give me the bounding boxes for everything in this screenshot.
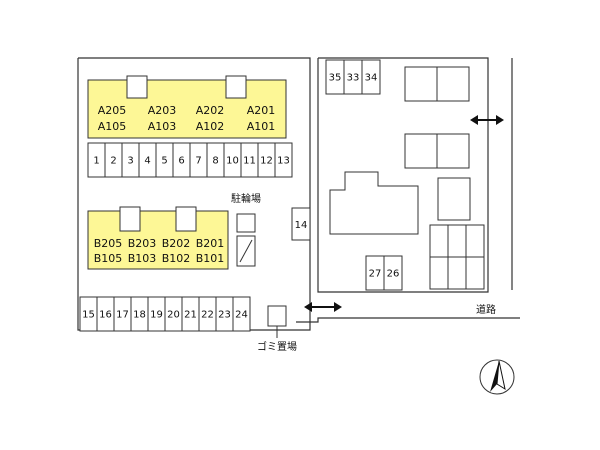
svg-text:33: 33 xyxy=(347,73,360,84)
unit-a105: A105 xyxy=(98,120,127,133)
bike-parking-diagonal xyxy=(239,239,253,263)
parking-space-2: 2 xyxy=(104,142,123,178)
parking-space-23: 23 xyxy=(215,296,234,332)
svg-text:5: 5 xyxy=(161,156,167,167)
svg-text:13: 13 xyxy=(277,156,290,167)
property-boundary xyxy=(77,57,311,331)
svg-text:1: 1 xyxy=(93,156,99,167)
parking-space-22: 22 xyxy=(198,296,217,332)
svg-text:21: 21 xyxy=(184,310,197,321)
svg-text:8: 8 xyxy=(212,156,218,167)
svg-text:16: 16 xyxy=(99,310,112,321)
parking-space-35: 35 xyxy=(325,59,345,95)
parking-space-26: 26 xyxy=(383,255,403,291)
unit-b202: B202 xyxy=(162,237,191,250)
svg-text:26: 26 xyxy=(387,269,400,280)
svg-text:2: 2 xyxy=(110,156,116,167)
svg-text:23: 23 xyxy=(218,310,231,321)
unit-a205: A205 xyxy=(98,104,127,117)
unit-a102: A102 xyxy=(196,120,225,133)
svg-text:17: 17 xyxy=(116,310,129,321)
svg-text:4: 4 xyxy=(144,156,150,167)
unit-b102: B102 xyxy=(162,252,191,265)
svg-text:11: 11 xyxy=(243,156,256,167)
svg-text:12: 12 xyxy=(260,156,273,167)
svg-text:10: 10 xyxy=(226,156,239,167)
north-arrow-icon xyxy=(479,359,515,395)
parking-space-10: 10 xyxy=(223,142,242,178)
unit-b205: B205 xyxy=(94,237,123,250)
parking-space-19: 19 xyxy=(147,296,166,332)
parking-space-3: 3 xyxy=(121,142,140,178)
neighbor-block-3 xyxy=(437,177,471,221)
parking-space-6: 6 xyxy=(172,142,191,178)
road-label: 道路 xyxy=(476,303,496,316)
parking-space-16: 16 xyxy=(96,296,115,332)
svg-text:22: 22 xyxy=(201,310,214,321)
unit-a202: A202 xyxy=(196,104,225,117)
parking-space-34: 34 xyxy=(361,59,381,95)
parking-space-7: 7 xyxy=(189,142,208,178)
parking-space-8: 8 xyxy=(206,142,225,178)
svg-text:34: 34 xyxy=(365,73,378,84)
parking-space-1: 1 xyxy=(87,142,106,178)
unit-a201: A201 xyxy=(247,104,276,117)
building-b: B205 B203 B202 B201 B105 B103 B102 B101 xyxy=(87,206,229,270)
building-a: A205 A203 A202 A201 A105 A103 A102 A101 xyxy=(87,75,287,139)
neighbor-house xyxy=(329,171,419,235)
svg-text:27: 27 xyxy=(369,269,382,280)
parking-space-21: 21 xyxy=(181,296,200,332)
svg-text:18: 18 xyxy=(133,310,146,321)
unit-b101: B101 xyxy=(196,252,225,265)
parking-space-27: 27 xyxy=(365,255,385,291)
building-b-stair-1 xyxy=(119,206,141,232)
garbage-label: ゴミ置場 xyxy=(257,340,297,353)
parking-space-5: 5 xyxy=(155,142,174,178)
unit-b201: B201 xyxy=(196,237,225,250)
building-a-stair-2 xyxy=(225,75,247,99)
unit-b203: B203 xyxy=(128,237,157,250)
unit-b105: B105 xyxy=(94,252,123,265)
neighbor-boundary xyxy=(317,57,489,293)
parking-row-right-mid: 27 26 xyxy=(365,255,403,291)
svg-text:7: 7 xyxy=(195,156,201,167)
svg-text:20: 20 xyxy=(167,310,180,321)
parking-space-12: 12 xyxy=(257,142,276,178)
bike-parking-label: 駐輪場 xyxy=(231,192,261,205)
entrance-arrow xyxy=(304,302,342,312)
svg-text:6: 6 xyxy=(178,156,184,167)
svg-text:19: 19 xyxy=(150,310,163,321)
parking-space-20: 20 xyxy=(164,296,183,332)
building-b-stair-2 xyxy=(175,206,197,232)
parking-14: 14 xyxy=(291,207,311,241)
parking-space-11: 11 xyxy=(240,142,259,178)
parking-row-bottom: 15 16 17 18 19 20 21 22 23 24 xyxy=(79,296,251,332)
parking-space-13: 13 xyxy=(274,142,293,178)
unit-a101: A101 xyxy=(247,120,276,133)
svg-text:15: 15 xyxy=(82,310,95,321)
parking-space-33: 33 xyxy=(343,59,363,95)
parking-space-24: 24 xyxy=(232,296,251,332)
parking-space-15: 15 xyxy=(79,296,98,332)
unit-a103: A103 xyxy=(148,120,177,133)
svg-text:35: 35 xyxy=(329,73,342,84)
parking-space-4: 4 xyxy=(138,142,157,178)
garbage-area: ゴミ置場 xyxy=(257,305,297,353)
building-a-stair-1 xyxy=(126,75,148,99)
unit-b103: B103 xyxy=(128,252,157,265)
road-edge-horizontal xyxy=(296,317,520,323)
side-arrow xyxy=(470,115,504,125)
parking-row-right-top: 35 33 34 xyxy=(325,59,381,95)
svg-text:14: 14 xyxy=(295,220,308,231)
svg-text:24: 24 xyxy=(235,310,248,321)
svg-text:3: 3 xyxy=(127,156,133,167)
unit-a203: A203 xyxy=(148,104,177,117)
parking-space-18: 18 xyxy=(130,296,149,332)
parking-space-17: 17 xyxy=(113,296,132,332)
neighbor-structures xyxy=(329,66,485,290)
bike-parking: 駐輪場 xyxy=(231,192,261,267)
